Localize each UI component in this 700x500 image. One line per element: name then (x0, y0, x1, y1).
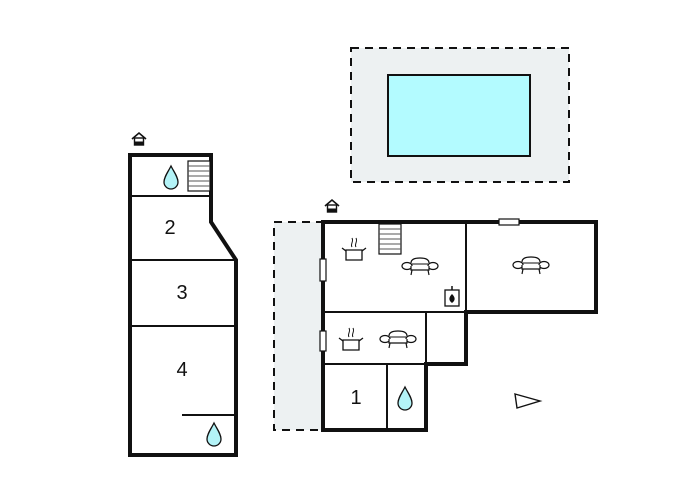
room-label-2: 2 (164, 217, 175, 239)
room-label-4: 4 (176, 359, 187, 381)
pool-area (350, 47, 570, 183)
annex-building: 2 3 4 (128, 132, 238, 457)
room-label-1: 1 (350, 387, 361, 409)
window (319, 258, 327, 282)
stairs-icon (378, 223, 402, 255)
room-label-3: 3 (176, 282, 187, 304)
pool (387, 74, 531, 157)
entrance-house-icon (324, 199, 340, 213)
terrace (273, 221, 324, 431)
window (498, 218, 520, 226)
stairs-icon (187, 160, 211, 192)
fireplace-icon (444, 286, 460, 307)
entrance-house-icon (131, 132, 147, 146)
direction-arrow-icon (514, 393, 543, 409)
window (319, 330, 327, 352)
main-house: 1 (319, 199, 598, 432)
